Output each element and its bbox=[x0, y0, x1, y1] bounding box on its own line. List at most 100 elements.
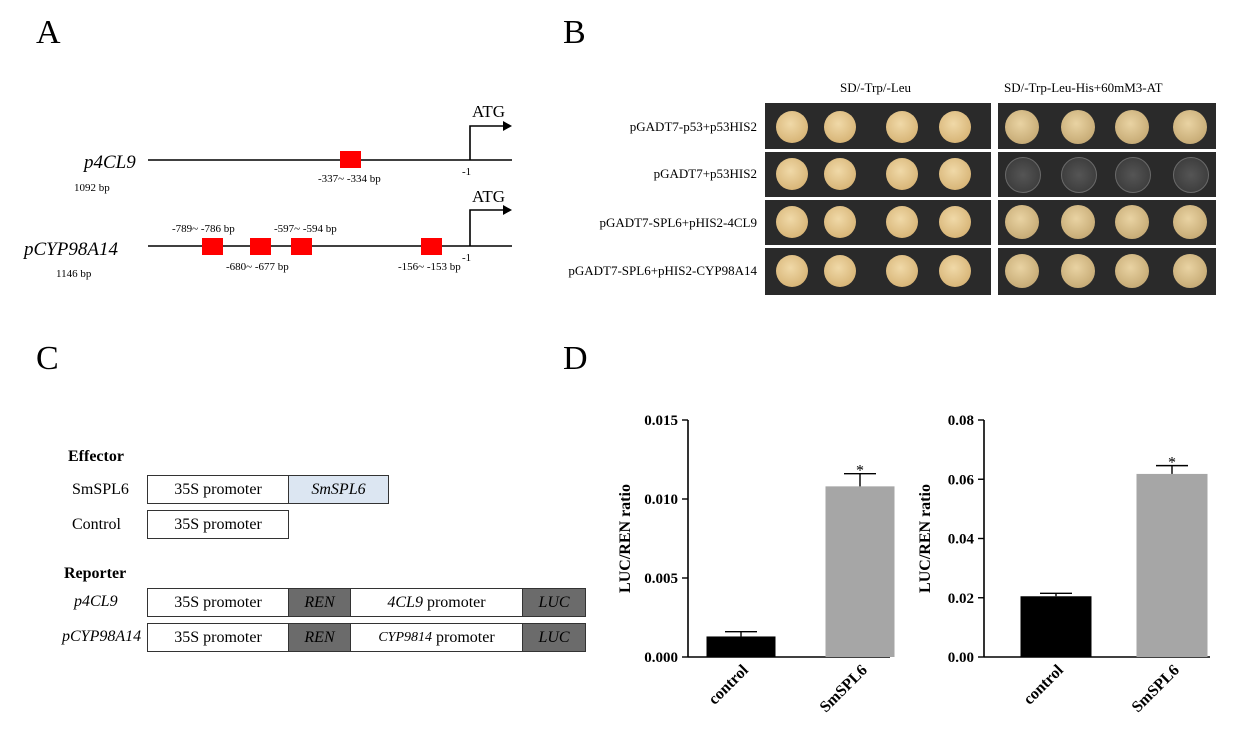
pcyp98a14-minus-one: -1 bbox=[462, 252, 471, 264]
colony-selective bbox=[1005, 110, 1039, 144]
y-tick-label: 0.005 bbox=[644, 571, 678, 587]
bar-control bbox=[706, 636, 776, 657]
colony-selective bbox=[1173, 205, 1207, 239]
reporter-label-pcyp98a14: pCYP98A14 bbox=[62, 628, 142, 645]
colony-selective bbox=[1173, 254, 1207, 288]
bar-smspl6 bbox=[825, 486, 895, 657]
y-tick-label: 0.00 bbox=[948, 650, 974, 666]
media-label-nonselective: SD/-Trp/-Leu bbox=[840, 80, 912, 95]
reporter1-target-suffix: promoter bbox=[422, 593, 486, 611]
p4cl9-binding-site bbox=[340, 151, 361, 168]
p4cl9-atg-label: ATG bbox=[472, 102, 505, 121]
significance-mark: * bbox=[1168, 455, 1176, 472]
colony-selective bbox=[1061, 205, 1095, 239]
y-tick-label: 0.08 bbox=[948, 413, 974, 429]
pcyp98a14-binding-site-4 bbox=[421, 238, 442, 255]
bar-smspl6 bbox=[1136, 473, 1208, 657]
reporter2-luc: LUC bbox=[522, 623, 586, 652]
p4cl9-site-label: -337~ -334 bp bbox=[318, 173, 381, 185]
colony-selective bbox=[1173, 110, 1207, 144]
colony-nonselective bbox=[939, 158, 971, 190]
colony-selective bbox=[1061, 110, 1095, 144]
pcyp98a14-atg-label: ATG bbox=[472, 187, 505, 206]
reporter-heading: Reporter bbox=[64, 565, 127, 582]
x-tick-label: control bbox=[1020, 661, 1067, 708]
y-tick-label: 0.04 bbox=[948, 532, 975, 548]
y2h-row-label-3: pGADT7-SPL6+pHIS2-4CL9 bbox=[599, 215, 757, 230]
plate-divider-2 bbox=[765, 197, 1216, 200]
colony-selective bbox=[1173, 157, 1209, 193]
plate-divider-3 bbox=[765, 245, 1216, 248]
effector-label-smspl6: SmSPL6 bbox=[72, 481, 129, 498]
y-axis-label: LUC/REN ratio bbox=[917, 484, 934, 593]
pcyp98a14-tss-arrow bbox=[469, 209, 508, 246]
y2h-row-label-2: pGADT7+p53HIS2 bbox=[653, 166, 757, 181]
pcyp98a14-binding-site-3 bbox=[291, 238, 312, 255]
colony-nonselective bbox=[776, 158, 808, 190]
x-tick-label: SmSPL6 bbox=[817, 662, 871, 716]
colony-selective bbox=[1005, 254, 1039, 288]
reporter2-target-promoter: CYP9814 promoter bbox=[350, 623, 523, 652]
reporter2-35s-promoter: 35S promoter bbox=[147, 623, 289, 652]
reporter1-35s-promoter: 35S promoter bbox=[147, 588, 289, 617]
pcyp98a14-tss-arrowhead bbox=[503, 205, 512, 215]
reporter1-target-promoter: 4CL9 promoter bbox=[350, 588, 523, 617]
reporter1-ren: REN bbox=[288, 588, 351, 617]
colony-selective bbox=[1115, 254, 1149, 288]
p4cl9-minus-one: -1 bbox=[462, 166, 471, 178]
effector-label-control: Control bbox=[72, 516, 121, 533]
y-tick-label: 0.06 bbox=[948, 472, 975, 488]
p4cl9-name: p4CL9 bbox=[82, 152, 136, 173]
panel-label-d: D bbox=[563, 340, 588, 377]
pcyp98a14-site-label-4: -156~ -153 bp bbox=[398, 261, 461, 273]
colony-nonselective bbox=[886, 206, 918, 238]
colony-nonselective bbox=[939, 206, 971, 238]
y-tick-label: 0.000 bbox=[644, 650, 678, 666]
colony-nonselective bbox=[824, 206, 856, 238]
colony-selective bbox=[1061, 157, 1097, 193]
significance-mark: * bbox=[856, 463, 864, 480]
pcyp98a14-site-label-3: -597~ -594 bp bbox=[274, 223, 337, 235]
effector-35s-promoter: 35S promoter bbox=[147, 475, 289, 504]
reporter2-target-gene: CYP9814 bbox=[378, 629, 433, 645]
reporter1-target-gene: 4CL9 bbox=[387, 593, 423, 611]
reporter-label-p4cl9: p4CL9 bbox=[74, 593, 118, 610]
x-tick-label: control bbox=[705, 661, 752, 708]
colony-selective bbox=[1115, 205, 1149, 239]
y2h-row-label-4: pGADT7-SPL6+pHIS2-CYP98A14 bbox=[568, 263, 757, 278]
colony-selective bbox=[1115, 110, 1149, 144]
pcyp98a14-length: 1146 bp bbox=[56, 268, 92, 280]
panel-label-a: A bbox=[36, 14, 61, 51]
y-tick-label: 0.02 bbox=[948, 591, 974, 607]
pcyp98a14-binding-site-2 bbox=[250, 238, 271, 255]
colony-nonselective bbox=[776, 111, 808, 143]
colony-nonselective bbox=[939, 111, 971, 143]
p4cl9-tss-arrowhead bbox=[503, 121, 512, 131]
control-35s-promoter: 35S promoter bbox=[147, 510, 289, 539]
colony-nonselective bbox=[776, 206, 808, 238]
colony-nonselective bbox=[886, 158, 918, 190]
pcyp98a14-name: pCYP98A14 bbox=[22, 239, 118, 260]
reporter2-target-suffix: promoter bbox=[432, 628, 495, 646]
colony-nonselective bbox=[824, 158, 856, 190]
y-tick-label: 0.010 bbox=[644, 492, 678, 508]
colony-selective bbox=[1005, 157, 1041, 193]
x-tick-label: SmSPL6 bbox=[1129, 662, 1183, 716]
colony-selective bbox=[1115, 157, 1151, 193]
reporter1-luc: LUC bbox=[522, 588, 586, 617]
y-axis-label: LUC/REN ratio bbox=[617, 484, 634, 593]
y-tick-label: 0.015 bbox=[644, 413, 678, 429]
pcyp98a14-site-label-2: -680~ -677 bp bbox=[226, 261, 289, 273]
p4cl9-length: 1092 bp bbox=[74, 182, 110, 194]
bar-control bbox=[1020, 596, 1092, 657]
colony-nonselective bbox=[886, 111, 918, 143]
panel-label-b: B bbox=[563, 14, 586, 51]
colony-nonselective bbox=[939, 255, 971, 287]
plate-divider-1 bbox=[765, 149, 1216, 152]
colony-nonselective bbox=[824, 255, 856, 287]
colony-nonselective bbox=[886, 255, 918, 287]
pcyp98a14-site-label-1: -789~ -786 bp bbox=[172, 223, 235, 235]
effector-smspl6-gene: SmSPL6 bbox=[288, 475, 389, 504]
p4cl9-tss-arrow bbox=[469, 125, 508, 160]
panel-label-c: C bbox=[36, 340, 59, 377]
